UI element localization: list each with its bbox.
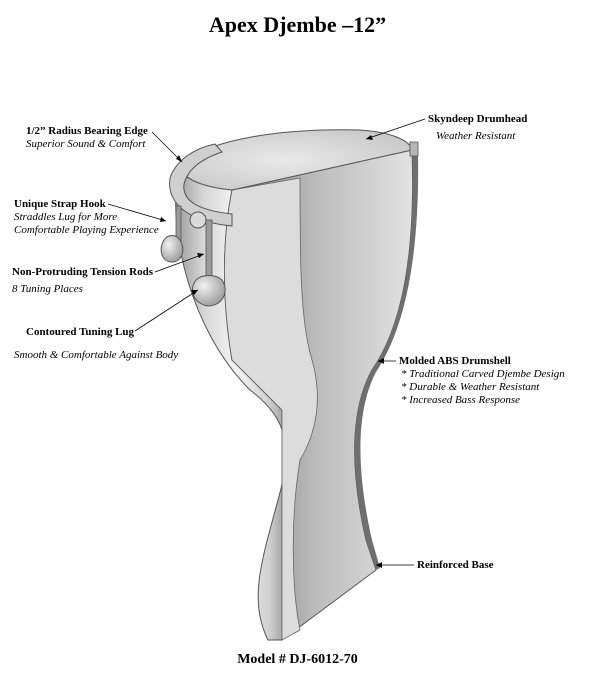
page-title: Apex Djembe –12”: [208, 12, 387, 37]
callout-bullet: * Increased Bass Response: [401, 394, 521, 406]
callout-tuning-lug: Contoured Tuning Lug Smooth & Comfortabl…: [14, 326, 178, 362]
drum-shell-cutface: [224, 177, 318, 641]
callout-detail: Superior Sound & Comfort: [26, 138, 146, 150]
callout-heading: Non-Protruding Tension Rods: [12, 266, 154, 278]
callout-bullet: * Durable & Weather Resistant: [401, 381, 540, 393]
callout-detail: Smooth & Comfortable Against Body: [14, 349, 179, 361]
callout-detail: 8 Tuning Places: [12, 283, 83, 295]
callout-heading: Skyndeep Drumhead: [428, 113, 528, 125]
callout-detail: Straddles Lug for More: [14, 211, 118, 223]
callout-tension-rods: Non-Protruding Tension Rods 8 Tuning Pla…: [12, 266, 153, 296]
tension-rod: [205, 219, 213, 285]
callout-bearing-edge: 1/2” Radius Bearing Edge Superior Sound …: [26, 125, 148, 151]
tuning-lug: [192, 275, 226, 307]
callout-drumshell: Molded ABS Drumshell * Traditional Carve…: [399, 355, 565, 407]
strap-hook: [189, 211, 207, 229]
callout-heading: Reinforced Base: [417, 559, 494, 571]
callout-drumhead: Skyndeep Drumhead Weather Resistant: [428, 113, 527, 143]
callout-detail: Weather Resistant: [436, 130, 516, 142]
callout-detail: Comfortable Playing Experience: [14, 224, 159, 236]
tuning-lug: [160, 235, 184, 263]
callout-bullet: * Traditional Carved Djembe Design: [401, 368, 565, 380]
model-number: Model # DJ-6012-70: [237, 652, 358, 667]
rim-hardware: [409, 141, 419, 157]
callout-heading: Molded ABS Drumshell: [399, 355, 511, 367]
drum-head: [179, 129, 413, 191]
callout-heading: Unique Strap Hook: [14, 198, 106, 210]
callout-heading: 1/2” Radius Bearing Edge: [26, 125, 148, 137]
callout-heading: Contoured Tuning Lug: [26, 326, 135, 338]
callout-strap-hook: Unique Strap Hook Straddles Lug for More…: [14, 198, 159, 237]
callout-base: Reinforced Base: [417, 559, 493, 572]
